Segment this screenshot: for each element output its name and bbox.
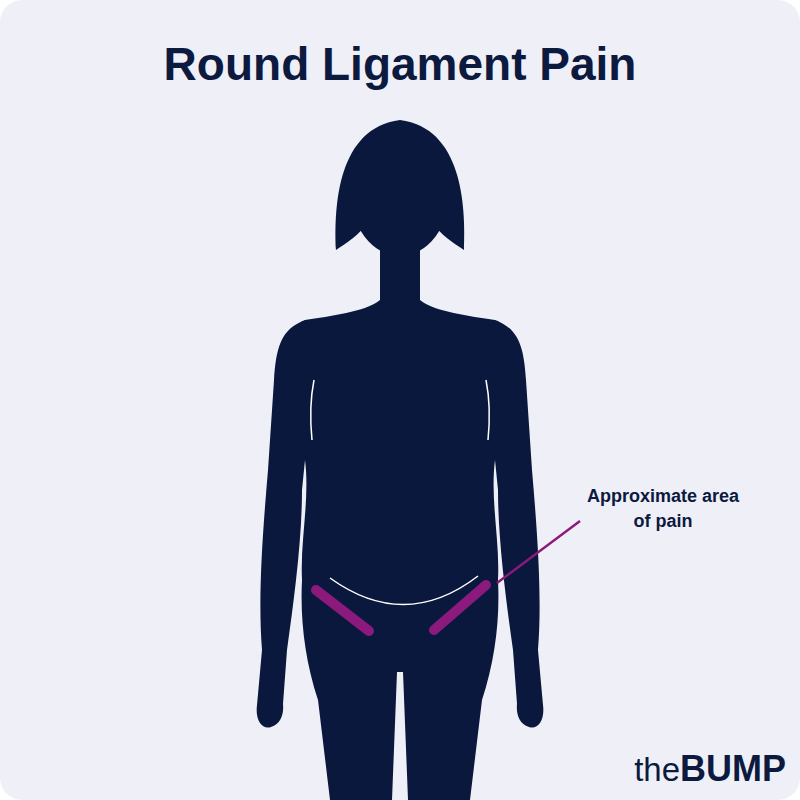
leader-line [497,521,580,583]
logo-text: BUMP [680,749,786,789]
body-silhouette [257,120,544,800]
brand-logo: theBUMP [634,749,786,790]
chest-line [486,380,489,440]
callout-label: Approximate area of pain [584,484,742,534]
pain-mark [316,590,369,631]
right-arm [490,320,543,728]
belly-curve [330,576,478,605]
pain-mark [434,585,486,630]
diagram-title: Round Ligament Pain [0,36,800,92]
left-arm [257,320,310,728]
chest-line [311,380,314,440]
torso [288,248,512,800]
hair [336,120,465,250]
logo-text: the [634,750,680,790]
